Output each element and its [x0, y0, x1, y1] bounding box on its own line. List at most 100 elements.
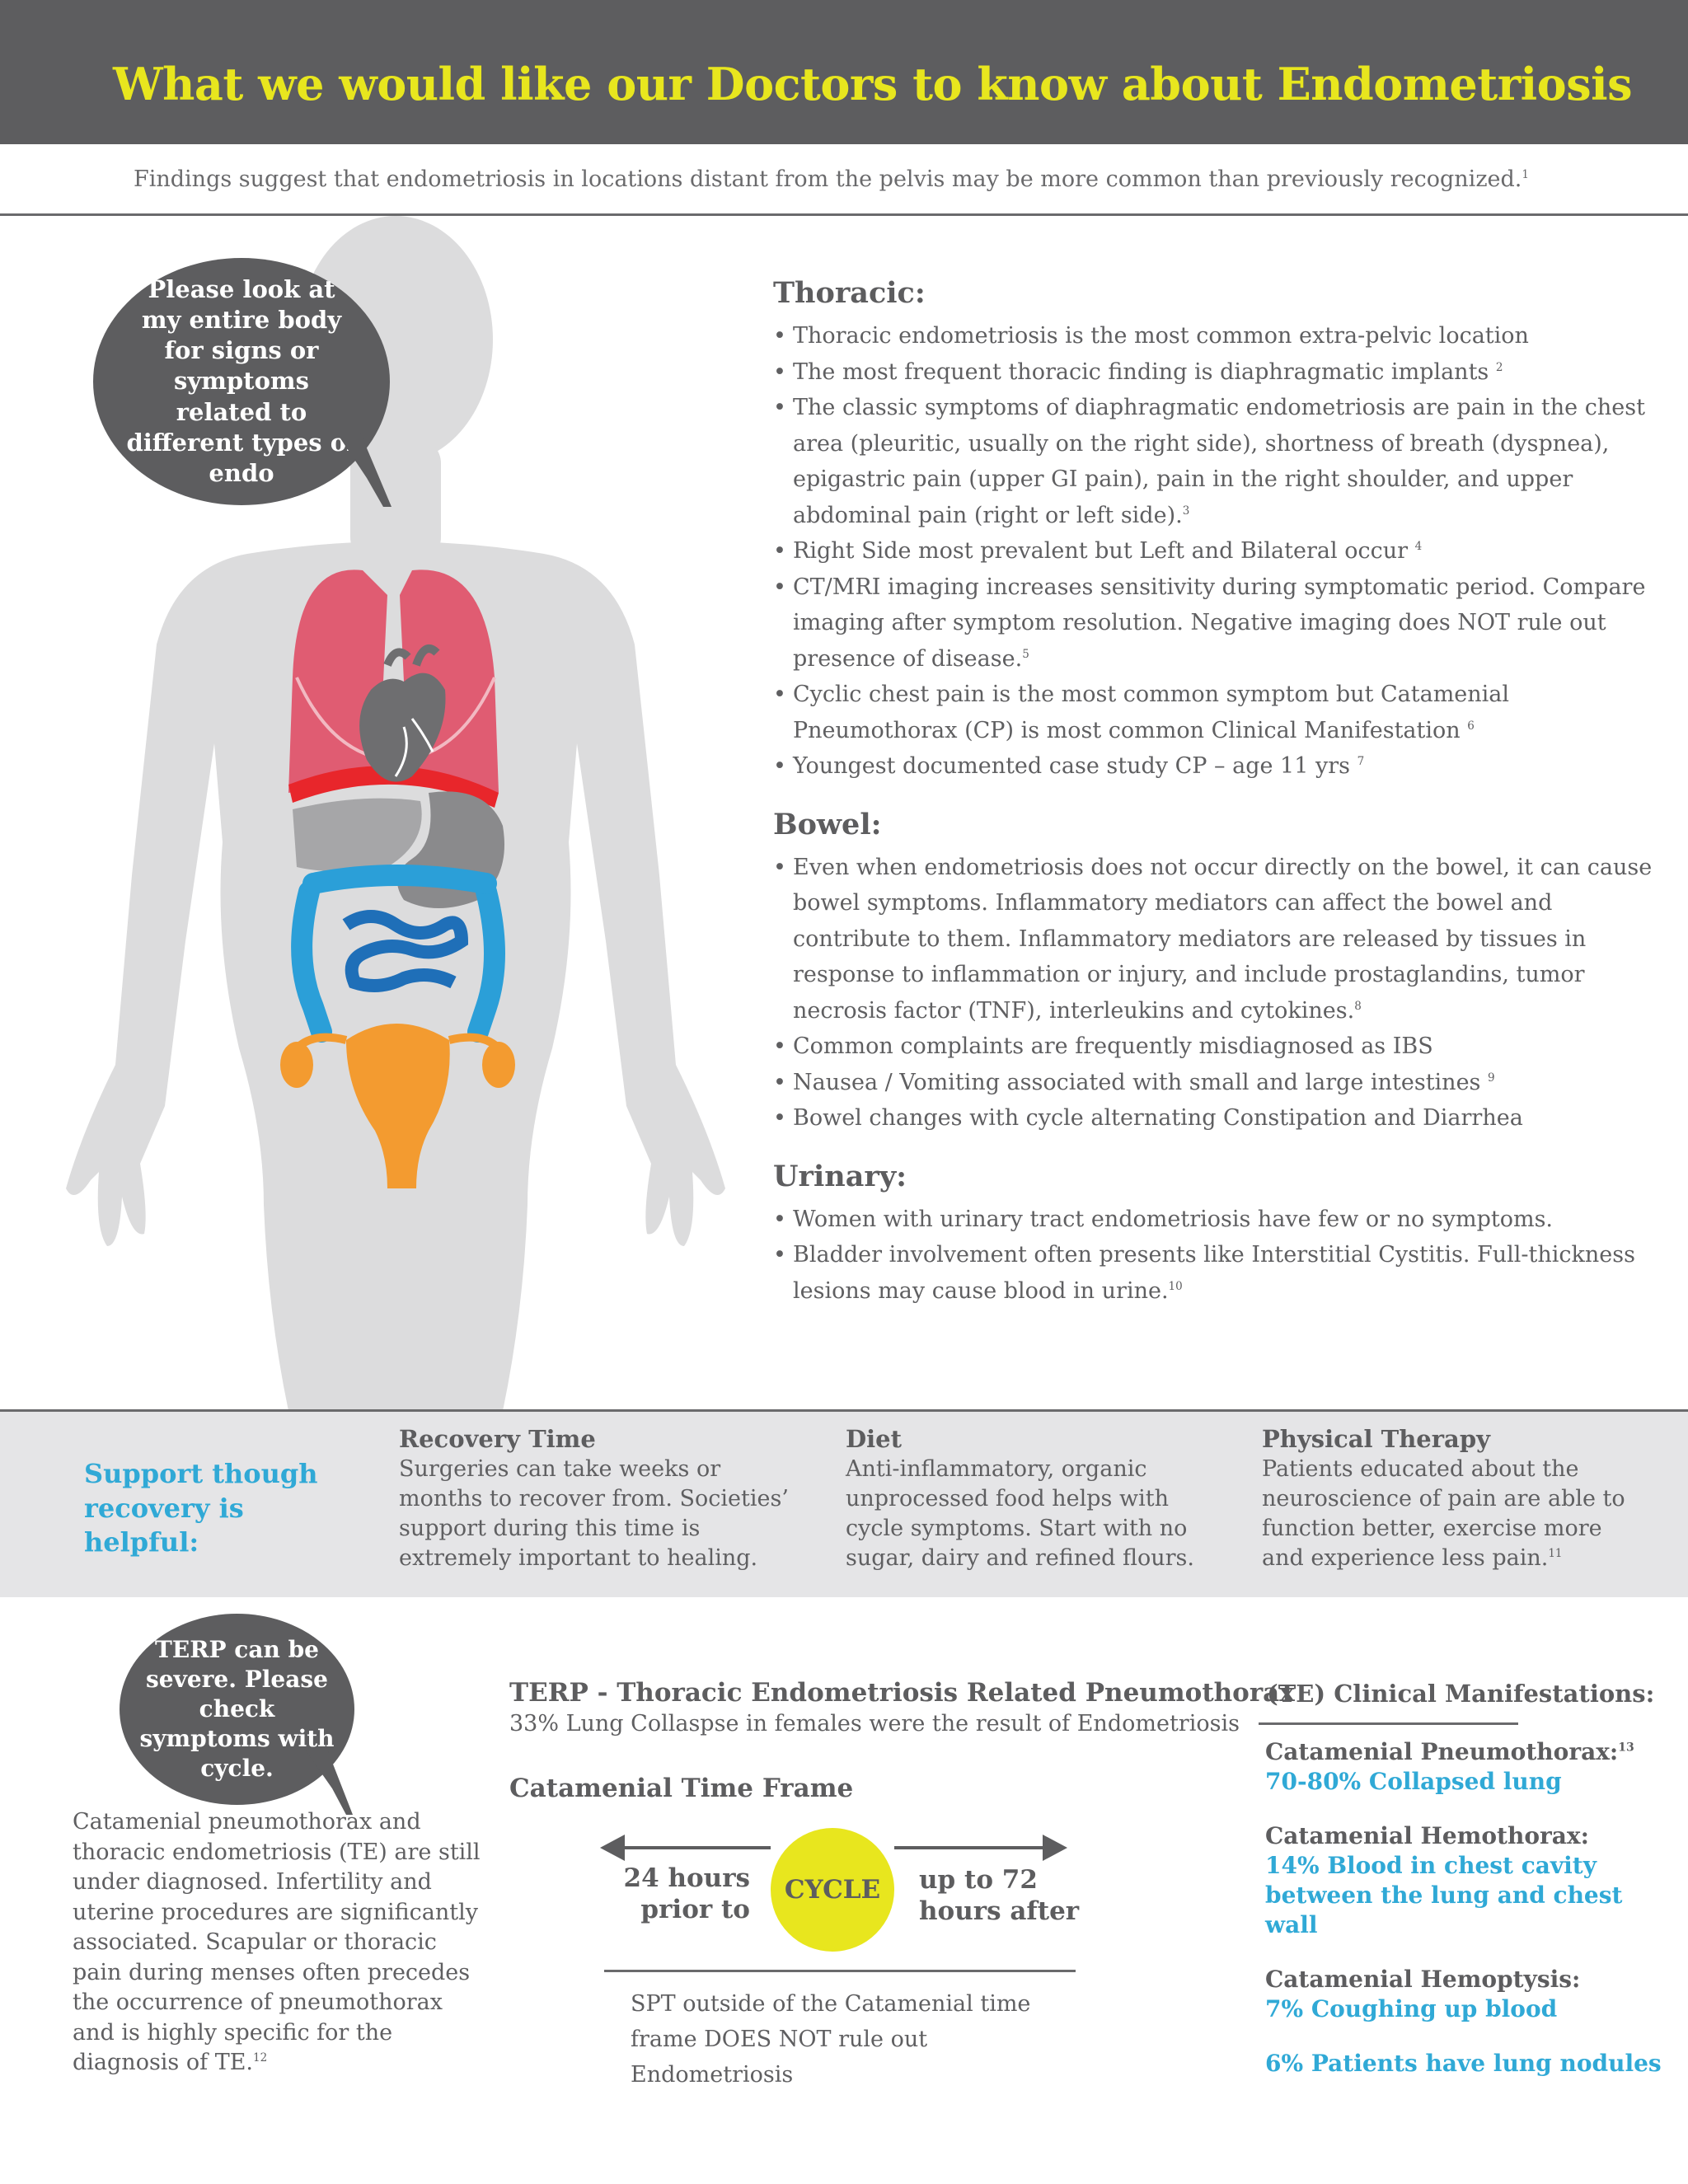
- support-heading: Physical Therapy: [1262, 1425, 1490, 1453]
- te-item: Catamenial Hemoptysis: 7% Coughing up bl…: [1265, 1965, 1677, 2024]
- cycle-label: CYCLE: [784, 1875, 881, 1905]
- list-item-text: Cyclic chest pain is the most common sym…: [793, 682, 1510, 743]
- uterus: [280, 1024, 515, 1188]
- divider: [0, 213, 1688, 216]
- section-title-urinary: Urinary:: [773, 1159, 907, 1193]
- cycle-circle: CYCLE: [771, 1828, 894, 1952]
- bubble-tail-icon: [334, 429, 392, 507]
- section-thoracic: Thoracic: Thoracic endometriosis is the …: [773, 276, 1655, 785]
- diaphragm: [288, 766, 499, 808]
- list-item-ref: 3: [1182, 504, 1190, 518]
- small-intestines: [342, 910, 469, 992]
- divider: [604, 1970, 1076, 1972]
- body-illustration: [66, 216, 725, 1411]
- speech-bubble-body: Please look at my entire body for signs …: [93, 258, 390, 505]
- intro-text: Findings suggest that endometriosis in l…: [134, 166, 1529, 192]
- support-text: Anti-inflammatory, organic unprocessed f…: [846, 1456, 1194, 1571]
- list-item-text: Right Side most prevalent but Left and B…: [793, 538, 1415, 564]
- te-diagnosis-body: Catamenial pneumothorax and thoracic end…: [73, 1809, 481, 2075]
- te-value: 70-80% Collapsed lung: [1265, 1768, 1562, 1795]
- te-diagnosis-ref: 12: [253, 2051, 268, 2064]
- te-heading: Catamenial Hemothorax:: [1265, 1822, 1589, 1849]
- cycle-before-label: 24 hours prior to: [623, 1863, 750, 1924]
- list-item-text: The classic symptoms of diaphragmatic en…: [793, 395, 1645, 528]
- list-item-text: Common complaints are frequently misdiag…: [793, 1033, 1433, 1059]
- list-item-ref: 7: [1357, 755, 1365, 768]
- terp-title: TERP - Thoracic Endometriosis Related Pn…: [509, 1678, 1295, 1708]
- page-title: What we would like our Doctors to know a…: [113, 58, 1633, 110]
- list-item-ref: 6: [1467, 719, 1475, 733]
- bubble-text: Please look at my entire body for signs …: [126, 275, 357, 487]
- list-bowel: Even when endometriosis does not occur d…: [773, 850, 1655, 1137]
- intro-text-body: Findings suggest that endometriosis in l…: [134, 166, 1522, 192]
- list-item-ref: 9: [1488, 1071, 1495, 1085]
- support-band: [0, 1409, 1688, 1597]
- section-title-thoracic: Thoracic:: [773, 276, 926, 310]
- list-item: Nausea / Vomiting associated with small …: [773, 1065, 1655, 1101]
- intro-ref: 1: [1522, 168, 1529, 181]
- support-column-diet: Diet Anti-inflammatory, organic unproces…: [846, 1424, 1217, 1573]
- list-item-text: Thoracic endometriosis is the most commo…: [793, 323, 1529, 349]
- bubble-text: TERP can be severe. Please check symptom…: [139, 1636, 335, 1782]
- list-item: The most frequent thoracic finding is di…: [773, 354, 1655, 391]
- list-item-ref: 2: [1495, 360, 1503, 374]
- cycle-after-label: up to 72 hours after: [919, 1865, 1080, 1926]
- section-title-bowel: Bowel:: [773, 807, 882, 841]
- arrow-right-icon: [1043, 1835, 1067, 1861]
- heart: [359, 644, 446, 782]
- support-title: Support though recovery is helpful:: [84, 1458, 318, 1558]
- list-item-ref: 4: [1414, 540, 1423, 553]
- section-urinary: Urinary: Women with urinary tract endome…: [773, 1160, 1655, 1310]
- te-value: 7% Coughing up blood: [1265, 1995, 1558, 2022]
- list-item: Right Side most prevalent but Left and B…: [773, 533, 1655, 569]
- te-diagnosis-text: Catamenial pneumothorax and thoracic end…: [73, 1807, 485, 2079]
- terp-subtitle: 33% Lung Collaspse in females were the r…: [509, 1711, 1240, 1736]
- list-item-text: CT/MRI imaging increases sensitivity dur…: [793, 574, 1646, 672]
- list-item-text: Nausea / Vomiting associated with small …: [793, 1069, 1488, 1095]
- list-item: Youngest documented case study CP – age …: [773, 748, 1655, 785]
- list-item: Bowel changes with cycle alternating Con…: [773, 1100, 1655, 1137]
- list-item: Women with urinary tract endometriosis h…: [773, 1202, 1655, 1238]
- list-item-text: Bowel changes with cycle alternating Con…: [793, 1105, 1523, 1131]
- te-item: Catamenial Pneumothorax:13 70-80% Collap…: [1265, 1737, 1677, 1797]
- header-banner: What we would like our Doctors to know a…: [0, 0, 1688, 144]
- te-heading: Catamenial Pneumothorax:: [1265, 1738, 1619, 1765]
- bubble-tail-icon: [303, 1747, 353, 1815]
- list-item-ref: 5: [1022, 647, 1029, 661]
- list-item: The classic symptoms of diaphragmatic en…: [773, 390, 1655, 533]
- list-urinary: Women with urinary tract endometriosis h…: [773, 1202, 1655, 1310]
- te-heading: Catamenial Hemoptysis:: [1265, 1966, 1581, 1993]
- list-item-text: Bladder involvement often presents like …: [793, 1242, 1635, 1304]
- intestines: [291, 865, 505, 1043]
- support-ref: 11: [1548, 1547, 1563, 1560]
- te-manifestations: Catamenial Pneumothorax:13 70-80% Collap…: [1265, 1737, 1677, 2103]
- te-value: 14% Blood in chest cavity between the lu…: [1265, 1852, 1623, 1938]
- divider: [1259, 1722, 1518, 1725]
- support-text: Surgeries can take weeks or months to re…: [399, 1456, 789, 1571]
- te-item: Catamenial Hemothorax: 14% Blood in ches…: [1265, 1821, 1677, 1940]
- list-thoracic: Thoracic endometriosis is the most commo…: [773, 318, 1655, 785]
- list-item: Bladder involvement often presents like …: [773, 1237, 1655, 1309]
- te-ref: 13: [1618, 1741, 1634, 1755]
- list-item-text: Even when endometriosis does not occur d…: [793, 854, 1653, 1024]
- te-value: 6% Patients have lung nodules: [1265, 2050, 1662, 2077]
- list-item-ref: 10: [1168, 1279, 1183, 1293]
- section-bowel: Bowel: Even when endometriosis does not …: [773, 808, 1655, 1137]
- list-item: Common complaints are frequently misdiag…: [773, 1029, 1655, 1065]
- support-column-physical-therapy: Physical Therapy Patients educated about…: [1262, 1424, 1633, 1573]
- te-title: (TE) Clinical Manifestations:: [1267, 1680, 1655, 1708]
- arrow-left-icon: [600, 1835, 625, 1861]
- support-column-recovery: Recovery Time Surgeries can take weeks o…: [399, 1424, 811, 1573]
- spt-note: SPT outside of the Catamenial time frame…: [631, 1991, 1031, 2088]
- list-item-text: Youngest documented case study CP – age …: [793, 753, 1357, 779]
- list-item: CT/MRI imaging increases sensitivity dur…: [773, 569, 1655, 677]
- list-item-ref: 8: [1354, 999, 1362, 1013]
- te-item: 6% Patients have lung nodules: [1265, 2049, 1677, 2079]
- speech-bubble-terp: TERP can be severe. Please check symptom…: [120, 1614, 354, 1805]
- cycle-arrows: [600, 1835, 1067, 1861]
- symptom-sections: Thoracic: Thoracic endometriosis is the …: [773, 276, 1655, 1332]
- support-heading: Recovery Time: [399, 1425, 596, 1453]
- list-item: Thoracic endometriosis is the most commo…: [773, 318, 1655, 354]
- list-item-text: Women with urinary tract endometriosis h…: [793, 1206, 1554, 1232]
- support-heading: Diet: [846, 1425, 903, 1453]
